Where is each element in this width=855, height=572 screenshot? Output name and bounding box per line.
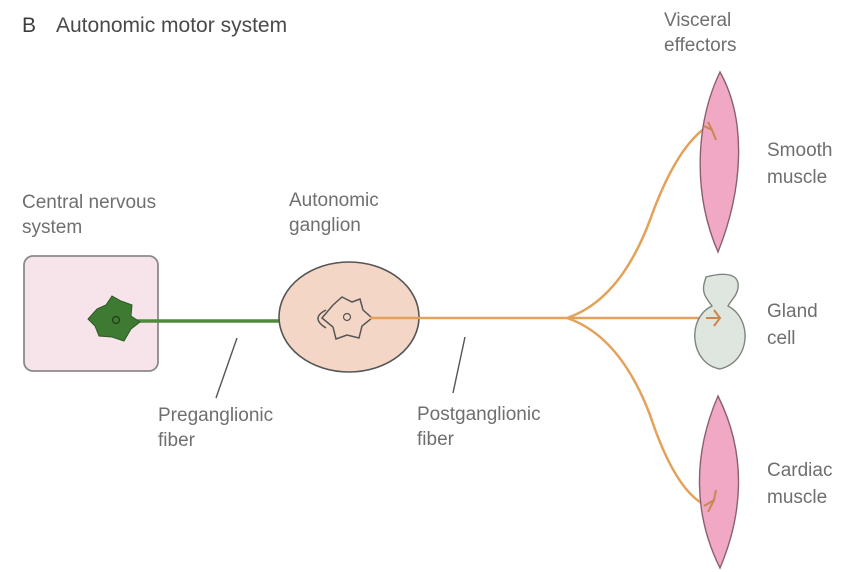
ganglion-label-line2: ganglion — [289, 215, 361, 236]
figure-title: Autonomic motor system — [56, 14, 287, 37]
cns-label-line1: Central nervous — [22, 192, 156, 213]
preganglionic-label-line2: fiber — [158, 430, 196, 451]
visceral-label-line1: Visceral — [664, 10, 731, 31]
panel-letter: B — [22, 14, 36, 37]
postganglionic-label-line2: fiber — [417, 429, 455, 450]
cardiac-label-line2: muscle — [767, 487, 827, 508]
fiber-branch-cardiac — [567, 318, 705, 505]
preganglionic-pointer — [216, 338, 237, 398]
ganglion-label-line1: Autonomic — [289, 190, 379, 211]
cardiac-muscle-cell — [699, 396, 738, 568]
cns-label-line2: system — [22, 217, 82, 238]
preganglionic-label-line1: Preganglionic — [158, 405, 273, 426]
gland-label-line1: Gland — [767, 301, 818, 322]
postganglionic-label-line1: Postganglionic — [417, 404, 541, 425]
gland-label-line2: cell — [767, 328, 796, 349]
postganglionic-pointer — [453, 337, 465, 393]
smooth-label-line1: Smooth — [767, 140, 832, 161]
smooth-label-line2: muscle — [767, 167, 827, 188]
visceral-label-line2: effectors — [664, 35, 737, 56]
gland-cell — [695, 274, 745, 369]
cardiac-label-line1: Cardiac — [767, 460, 832, 481]
cns-box — [24, 256, 158, 371]
smooth-muscle-cell — [700, 72, 738, 252]
fiber-branch-smooth — [567, 128, 705, 318]
